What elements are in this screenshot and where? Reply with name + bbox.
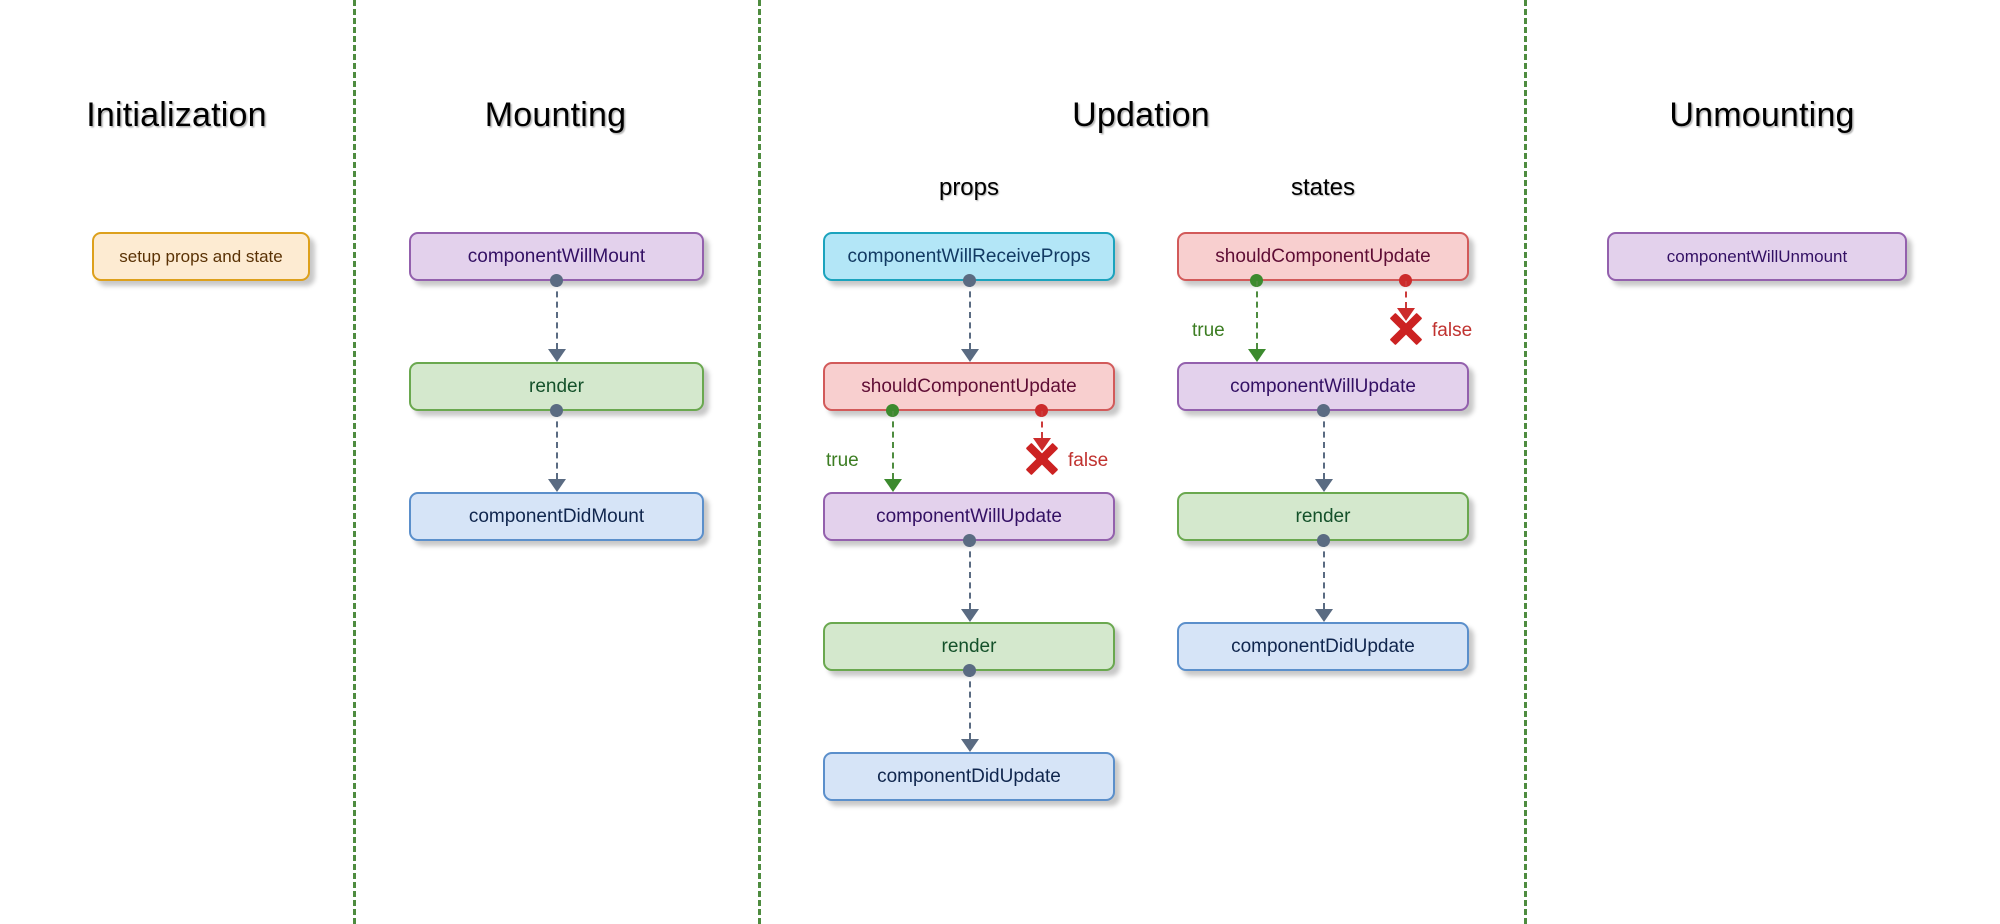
connector-arrow (961, 739, 979, 752)
branch-line-true (892, 411, 894, 479)
branch-line-false (1041, 411, 1043, 438)
node-states-should-component-update: shouldComponentUpdate (1177, 232, 1469, 281)
connector-dot (963, 274, 976, 287)
connector-line (556, 281, 558, 349)
section-title-updation: Updation (1072, 96, 1210, 134)
branch-label-true: true (1192, 320, 1225, 341)
connector-line (1323, 541, 1325, 609)
node-component-will-unmount: componentWillUnmount (1607, 232, 1907, 281)
divider-initialization-mounting (353, 0, 356, 924)
connector-arrow (548, 349, 566, 362)
subtitle-states: states (1290, 174, 1356, 201)
branch-line-true (1256, 281, 1258, 349)
connector-dot (963, 534, 976, 547)
branch-dot-false (1035, 404, 1048, 417)
connector-dot (550, 274, 563, 287)
branch-arrow-true (1248, 349, 1266, 362)
connector-line (556, 411, 558, 479)
section-title-unmounting: Unmounting (1669, 96, 1855, 134)
connector-line (1323, 411, 1325, 479)
node-mounting-component-will-mount: componentWillMount (409, 232, 704, 281)
connector-arrow (1315, 479, 1333, 492)
node-props-should-component-update: shouldComponentUpdate (823, 362, 1115, 411)
connector-line (969, 541, 971, 609)
false-x-icon (1387, 310, 1425, 348)
connector-line (969, 281, 971, 349)
section-title-initialization: Initialization (86, 96, 267, 134)
branch-dot-false (1399, 274, 1412, 287)
connector-arrow (961, 609, 979, 622)
node-props-component-will-update: componentWillUpdate (823, 492, 1115, 541)
connector-arrow (961, 349, 979, 362)
connector-dot (1317, 534, 1330, 547)
connector-dot (550, 404, 563, 417)
branch-arrow-true (884, 479, 902, 492)
connector-arrow (1315, 609, 1333, 622)
node-mounting-render: render (409, 362, 704, 411)
branch-dot-true (886, 404, 899, 417)
node-mounting-component-did-mount: componentDidMount (409, 492, 704, 541)
node-props-render: render (823, 622, 1115, 671)
subtitle-props: props (938, 174, 1000, 201)
branch-label-true: true (826, 450, 859, 471)
connector-arrow (548, 479, 566, 492)
node-states-component-did-update: componentDidUpdate (1177, 622, 1469, 671)
branch-dot-true (1250, 274, 1263, 287)
connector-dot (1317, 404, 1330, 417)
node-props-component-will-receive-props: componentWillReceiveProps (823, 232, 1115, 281)
branch-label-false: false (1068, 450, 1109, 471)
divider-updation-unmounting (1524, 0, 1527, 924)
node-setup-props-and-state: setup props and state (92, 232, 310, 281)
node-props-component-did-update: componentDidUpdate (823, 752, 1115, 801)
section-title-mounting: Mounting (484, 96, 627, 134)
connector-dot (963, 664, 976, 677)
divider-mounting-updation (758, 0, 761, 924)
branch-line-false (1405, 281, 1407, 308)
false-x-icon (1023, 440, 1061, 478)
branch-label-false: false (1432, 320, 1473, 341)
connector-line (969, 671, 971, 739)
